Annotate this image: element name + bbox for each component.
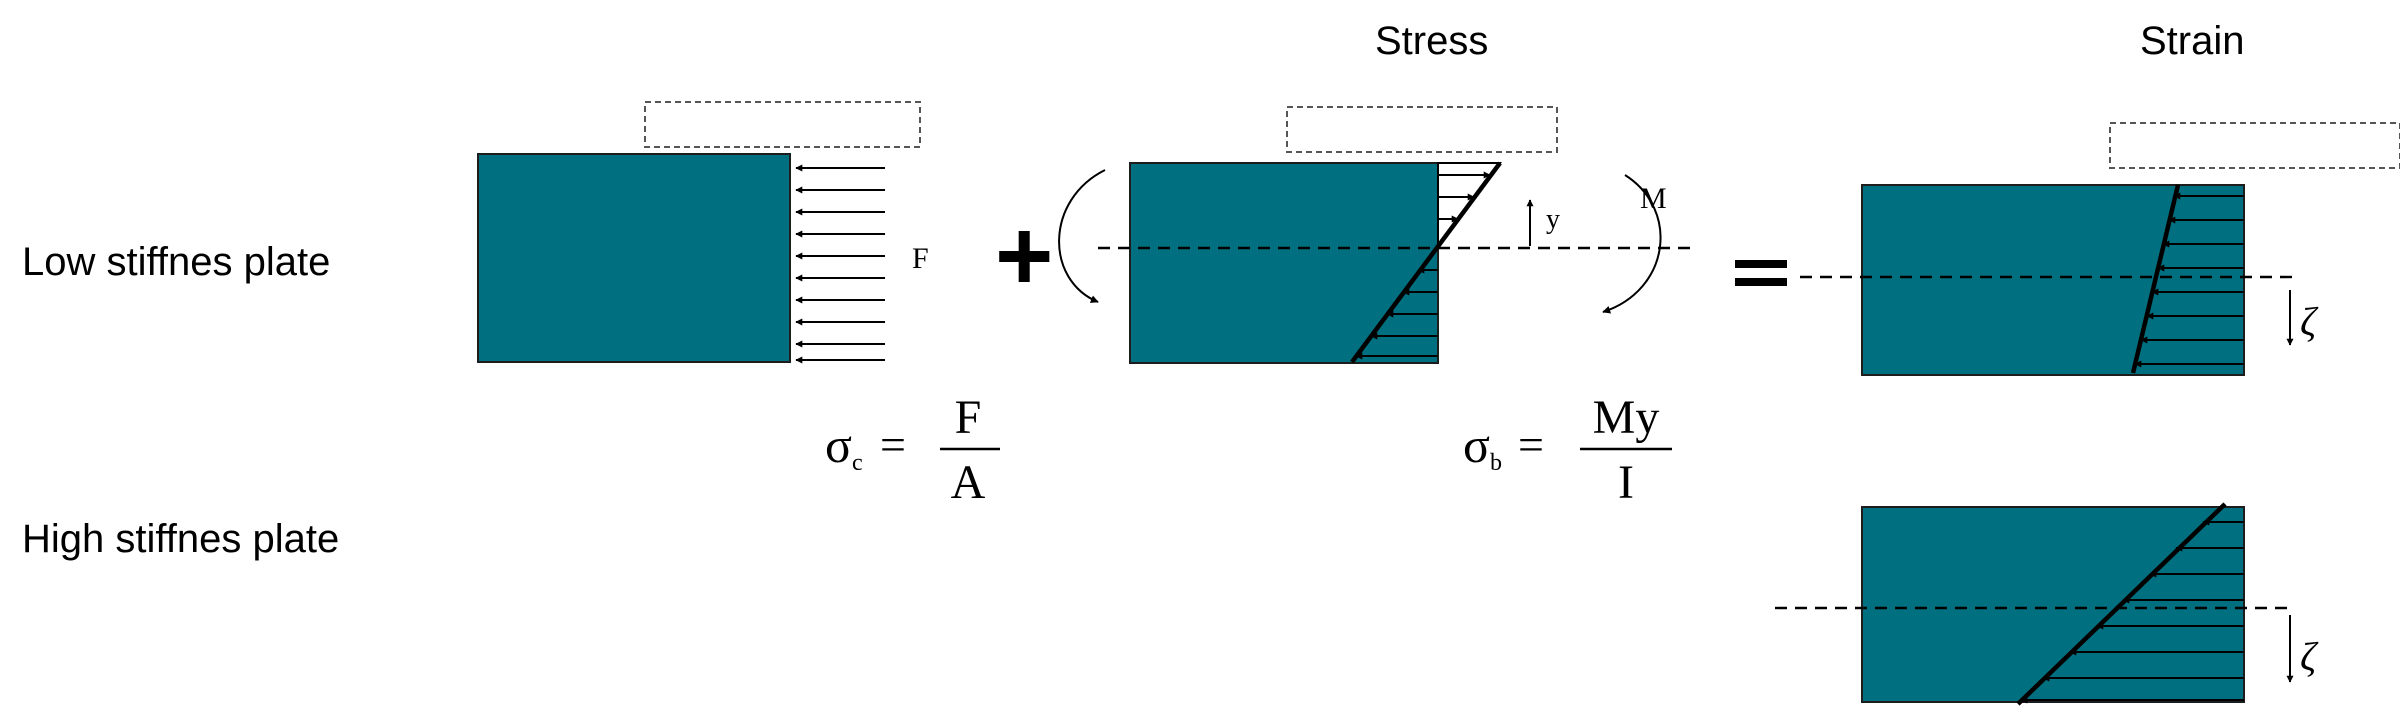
moment-arrow-right — [1602, 174, 1662, 314]
sigma-b-symbol: σ — [1463, 417, 1490, 473]
plus-sign: + — [995, 200, 1053, 312]
dashed-plate-outline — [644, 101, 921, 148]
strain-diagram-low: ζ — [1800, 122, 2400, 376]
compression-arrows — [795, 164, 885, 364]
moment-label: M — [1640, 182, 1667, 215]
strain-profile-high — [2016, 502, 2227, 706]
moment-arrow-left — [1058, 169, 1106, 303]
strain-arrows-high — [2020, 518, 2244, 704]
strain-header: Strain — [2140, 19, 2245, 63]
compression-plate — [477, 153, 791, 363]
y-label: y — [1546, 204, 1560, 235]
sigma-c-numerator: F — [955, 391, 982, 444]
sigma-b-numerator: My — [1593, 391, 1660, 444]
bending-plate — [1129, 162, 1439, 364]
low-stiffness-label: Low stiffnes plate — [22, 240, 330, 284]
force-label: F — [912, 242, 929, 275]
zeta-label-low: ζ — [2300, 299, 2319, 344]
sigma-c-denominator: A — [951, 456, 986, 509]
sigma-c-equals: = — [880, 419, 906, 470]
stress-profile-line — [1350, 161, 1502, 364]
strain-plate-low — [1861, 184, 2245, 376]
bending-stress-arrows — [1355, 171, 1491, 360]
zeta-label-high: ζ — [2300, 634, 2319, 679]
dashed-plate-outline — [1286, 106, 1558, 153]
compression-formula: σ c = F A — [825, 391, 1000, 509]
sigma-c-symbol: σ — [825, 417, 852, 473]
compression-diagram: F — [477, 101, 929, 364]
strain-diagram-high: ζ — [1775, 502, 2319, 706]
strain-profile-low — [2130, 184, 2181, 374]
sigma-c-subscript: c — [852, 450, 863, 476]
equals-sign — [1735, 260, 1787, 286]
dashed-plate-outline — [2109, 122, 2400, 169]
high-stiffness-label: High stiffnes plate — [22, 517, 339, 561]
bending-diagram: M y — [1058, 106, 1690, 364]
stress-header: Stress — [1375, 19, 1488, 63]
strain-arrows-low — [2134, 192, 2244, 368]
sigma-b-denominator: I — [1618, 456, 1634, 509]
sigma-b-subscript: b — [1490, 450, 1502, 476]
bending-formula: σ b = My I — [1463, 391, 1672, 509]
sigma-b-equals: = — [1518, 419, 1544, 470]
